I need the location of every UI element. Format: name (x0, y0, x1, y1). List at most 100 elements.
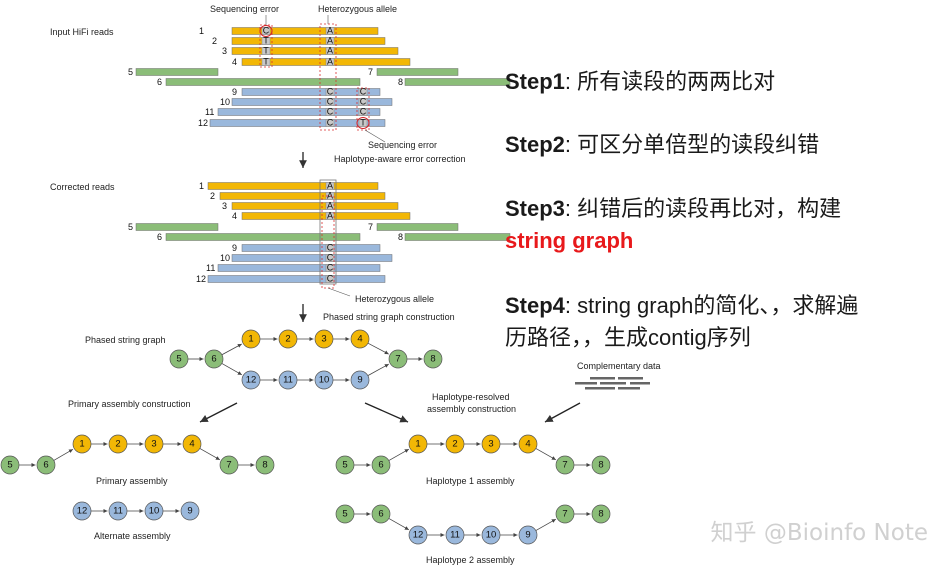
primary-node-1 (72, 434, 92, 454)
alternate-node-11-label: 11 (113, 506, 123, 517)
alternate-node-12-label: 12 (77, 506, 88, 517)
top-read-number: 12 (198, 118, 208, 128)
bot-read-10 (231, 254, 393, 262)
phased-node-11 (278, 370, 298, 390)
phased-node-12-label: 12 (246, 375, 257, 386)
step2: Step2: 可区分单倍型的读段纠错 (505, 129, 819, 161)
top-error-base: C (360, 107, 367, 117)
top-read-9 (241, 88, 381, 96)
alternate-node-10 (144, 501, 164, 521)
top-read-6 (165, 78, 361, 86)
top-read-12 (209, 119, 386, 127)
hap2-node-11-label: 11 (450, 530, 460, 541)
label-phased-construction: Phased string graph construction (323, 312, 455, 322)
bot-read-number: 7 (368, 222, 373, 232)
top-allele-cell (325, 88, 335, 96)
top-allele-base: A (327, 57, 333, 67)
top-read-3 (231, 47, 399, 55)
top-error-base: T (263, 46, 269, 56)
hap2-node-10-label: 10 (486, 530, 497, 541)
bot-allele-base: C (327, 263, 334, 273)
phased-node-3 (314, 329, 334, 349)
phased-edge (221, 363, 243, 376)
hap2-node-6-label: 6 (378, 509, 383, 520)
phased-node-2-label: 2 (285, 334, 290, 345)
bot-allele-base: A (327, 191, 333, 201)
bot-read-number: 4 (232, 211, 237, 221)
label-hap2: Haplotype 2 assembly (426, 555, 515, 565)
label-alternate-assembly: Alternate assembly (94, 531, 171, 541)
bot-allele-base: A (327, 181, 333, 191)
top-read-number: 11 (205, 107, 214, 117)
top-error-cell (358, 108, 368, 116)
hap2-node-9 (518, 525, 538, 545)
complementary-data-bar (618, 377, 643, 380)
top-allele-base: C (327, 107, 334, 117)
phased-node-7-label: 7 (395, 354, 400, 365)
hap1-node-4 (518, 434, 538, 454)
bot-read-number: 2 (210, 191, 215, 201)
step1: Step1: 所有读段的两两比对 (505, 66, 775, 98)
top-allele-base: A (327, 36, 333, 46)
phased-edge (367, 342, 389, 355)
flow-arrow (199, 402, 238, 423)
label-heterozygous-allele-top: Heterozygous allele (318, 4, 397, 14)
allele-column-box-bottom (319, 179, 337, 285)
hap2-node-12 (408, 525, 428, 545)
label-haplotype-resolved-1: Haplotype-resolved (432, 392, 510, 402)
top-allele-cell (325, 47, 335, 55)
hap1-node-7 (555, 455, 575, 475)
bot-read-9 (241, 244, 381, 252)
bot-read-3 (231, 202, 399, 210)
primary-node-1-label: 1 (79, 439, 84, 450)
top-allele-cell (325, 108, 335, 116)
label-sequencing-error-bottom: Sequencing error (368, 140, 437, 150)
bot-read-6 (165, 233, 361, 241)
phased-node-4-label: 4 (357, 334, 362, 345)
flow-arrow (364, 402, 409, 423)
top-read-number: 1 (199, 26, 204, 36)
bot-read-2 (219, 192, 386, 200)
top-read-1 (231, 27, 379, 35)
top-allele-base: A (327, 46, 333, 56)
primary-node-2 (108, 434, 128, 454)
top-read-number: 4 (232, 57, 237, 67)
hap2-node-8-label: 8 (598, 509, 603, 520)
phased-node-2 (278, 329, 298, 349)
bot-allele-base: C (327, 253, 334, 263)
top-allele-cell (325, 58, 335, 66)
bot-read-12 (207, 275, 386, 283)
hap2-node-7-label: 7 (562, 509, 567, 520)
hap2-node-7 (555, 504, 575, 524)
bot-read-11 (217, 264, 381, 272)
hap1-node-6 (371, 455, 391, 475)
label-hap1: Haplotype 1 assembly (426, 476, 515, 486)
hap1-node-4-label: 4 (525, 439, 530, 450)
phased-node-3-label: 3 (321, 334, 326, 345)
watermark: 知乎 @Bioinfo Note (710, 520, 928, 546)
hap2-node-6 (371, 504, 391, 524)
step4-text2: 历路径，，生成contig序列 (505, 325, 751, 350)
bot-read-number: 3 (222, 201, 227, 211)
bot-read-number: 1 (199, 181, 204, 191)
bot-allele-base: A (327, 201, 333, 211)
top-read-2 (231, 37, 386, 45)
step2-label: Step2 (505, 132, 565, 157)
top-error-cell (261, 27, 271, 35)
top-error-base: T (263, 57, 269, 67)
phased-node-9 (350, 370, 370, 390)
phased-node-8-label: 8 (430, 354, 435, 365)
top-error-base: C (360, 87, 367, 97)
label-haplotype-resolved-2: assembly construction (427, 404, 516, 414)
top-read-8 (404, 78, 511, 86)
phased-node-1 (241, 329, 261, 349)
label-corrected-reads: Corrected reads (50, 182, 115, 192)
top-allele-cell (325, 119, 335, 127)
primary-node-3 (144, 434, 164, 454)
primary-edge (199, 448, 221, 461)
top-error-base: T (360, 118, 366, 128)
step4-text: : string graph的简化、，求解遍 (564, 293, 859, 318)
